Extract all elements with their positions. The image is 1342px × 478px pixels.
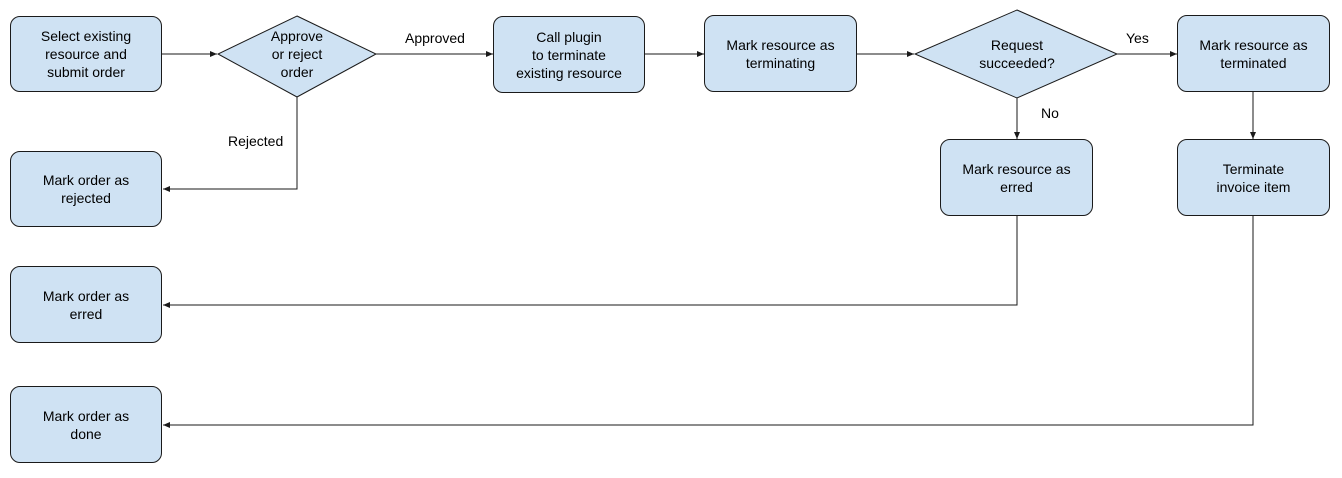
node-terminate-invoice: Terminate invoice item — [1177, 139, 1330, 216]
node-mark-terminating: Mark resource as terminating — [704, 15, 857, 92]
node-order-rejected-label: Mark order as rejected — [42, 172, 130, 206]
edge-resource-erred-to-order-erred — [163, 216, 1018, 308]
edge-label-rejected: Rejected — [228, 133, 284, 149]
request-decision-label-box: Request succeeded? — [950, 22, 1084, 86]
edge-label-approved: Approved — [405, 30, 465, 46]
node-order-erred-label: Mark order as erred — [42, 287, 130, 322]
node-select-submit-label: Select existing resource and submit orde… — [40, 28, 132, 80]
edge-label-yes: Yes — [1126, 30, 1149, 46]
node-select-submit: Select existing resource and submit orde… — [10, 16, 162, 92]
node-order-done-label: Mark order as done — [42, 407, 130, 442]
node-order-done: Mark order as done — [10, 386, 162, 463]
node-mark-terminating-label: Mark resource as terminating — [726, 36, 835, 71]
node-call-plugin: Call plugin to terminate existing resour… — [493, 16, 645, 93]
approve-decision-label: Approve or reject order — [270, 28, 324, 80]
node-terminate-invoice-label: Terminate invoice item — [1216, 160, 1291, 195]
node-order-erred: Mark order as erred — [10, 266, 162, 343]
edge-label-no: No — [1041, 105, 1059, 121]
edge-invoice-to-order-done — [163, 216, 1254, 428]
request-decision-label: Request succeeded? — [979, 37, 1055, 71]
node-order-rejected: Mark order as rejected — [10, 151, 162, 227]
node-mark-terminated: Mark resource as terminated — [1177, 15, 1330, 92]
node-call-plugin-label: Call plugin to terminate existing resour… — [516, 28, 622, 81]
node-mark-terminated-label: Mark resource as terminated — [1199, 36, 1308, 71]
node-resource-erred-label: Mark resource as erred — [962, 160, 1071, 195]
approve-decision-label-box: Approve or reject order — [238, 18, 356, 90]
edge-rejected-to-order-rejected — [163, 97, 298, 192]
node-resource-erred: Mark resource as erred — [940, 139, 1093, 216]
